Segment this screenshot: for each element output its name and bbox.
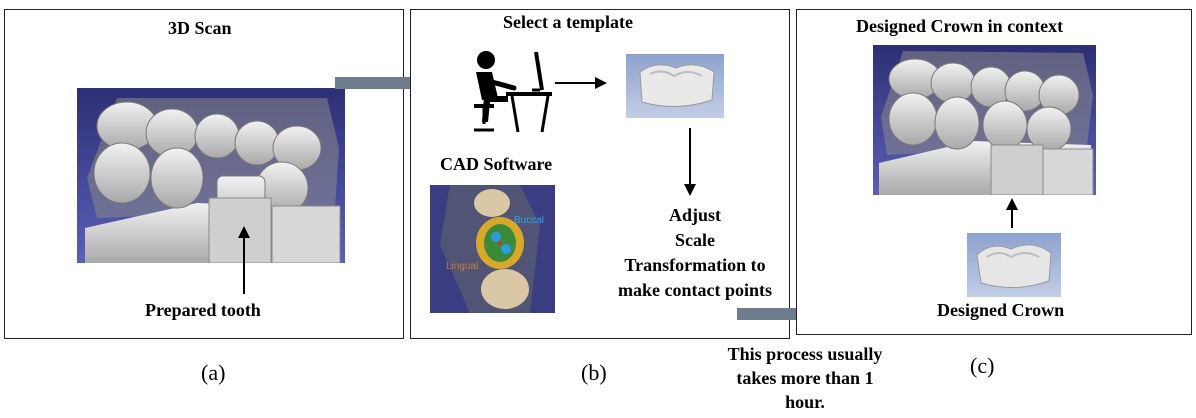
panel-a-title: 3D Scan xyxy=(168,18,232,38)
adjust-line-3: Transformation to xyxy=(624,255,766,275)
adjust-line-2: Scale xyxy=(675,230,715,250)
note-line-2: takes more than 1 xyxy=(736,368,874,388)
caption-a: (a) xyxy=(201,360,226,385)
arrow-to-template xyxy=(555,77,607,89)
template-tooth-image xyxy=(626,54,724,118)
lingual-label: Lingual xyxy=(446,261,478,272)
arrow-to-adjust xyxy=(684,128,696,196)
designed-crown-label: Designed Crown xyxy=(937,300,1065,320)
prepared-tooth-arrow xyxy=(238,226,250,294)
caption-c: (c) xyxy=(970,353,995,378)
caption-b: (b) xyxy=(581,360,607,385)
scan-image xyxy=(77,88,345,263)
note-line-1: This process usually xyxy=(727,344,883,364)
cad-software-image: Buccal Lingual xyxy=(430,185,555,313)
crown-up-arrow xyxy=(1006,198,1018,228)
buccal-label: Buccal xyxy=(514,215,544,226)
designed-crown-image xyxy=(967,233,1061,297)
panel-b-title: Select a template xyxy=(503,12,633,32)
prepared-tooth-label: Prepared tooth xyxy=(145,300,261,320)
crown-context-image xyxy=(873,45,1096,195)
cad-software-label: CAD Software xyxy=(440,154,553,174)
adjust-line-4: make contact points xyxy=(618,280,772,300)
person-at-computer-icon xyxy=(474,51,552,133)
adjust-step-text: Adjust Scale Transformation to make cont… xyxy=(610,203,780,303)
panel-c-title: Designed Crown in context xyxy=(856,16,1064,36)
process-duration-note: This process usually takes more than 1 h… xyxy=(700,342,910,414)
adjust-line-1: Adjust xyxy=(668,205,721,225)
note-line-3: hour. xyxy=(785,392,825,412)
